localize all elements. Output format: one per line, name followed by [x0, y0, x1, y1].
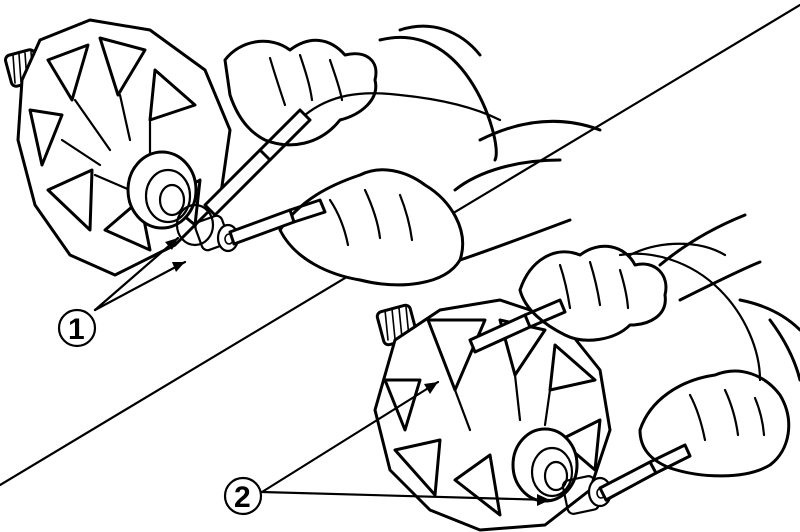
probe-2-top: [228, 198, 327, 246]
left-hand-top: [223, 24, 498, 162]
probe-wire-bottom: [618, 252, 762, 382]
callout-1-label: 1: [68, 313, 85, 346]
callout-1-leaders: [93, 236, 187, 312]
rotor-body-top: [16, 18, 232, 277]
callout-1: 1: [57, 308, 97, 348]
callout-2-leaders: [260, 380, 552, 506]
right-hand-top: [278, 119, 602, 287]
bottom-panel-rotor-insulation-test: 2: [223, 213, 800, 532]
lower-hand-bottom: [638, 298, 800, 478]
probe-1-top: [203, 92, 502, 217]
top-panel-rotor-slip-ring-test: 1: [3, 18, 602, 348]
probe-2-bottom: [598, 443, 692, 502]
callout-2-label: 2: [234, 481, 251, 514]
callout-2: 2: [223, 476, 263, 516]
probe-1-bottom: [468, 298, 567, 354]
upper-hand-bottom: [518, 213, 762, 342]
